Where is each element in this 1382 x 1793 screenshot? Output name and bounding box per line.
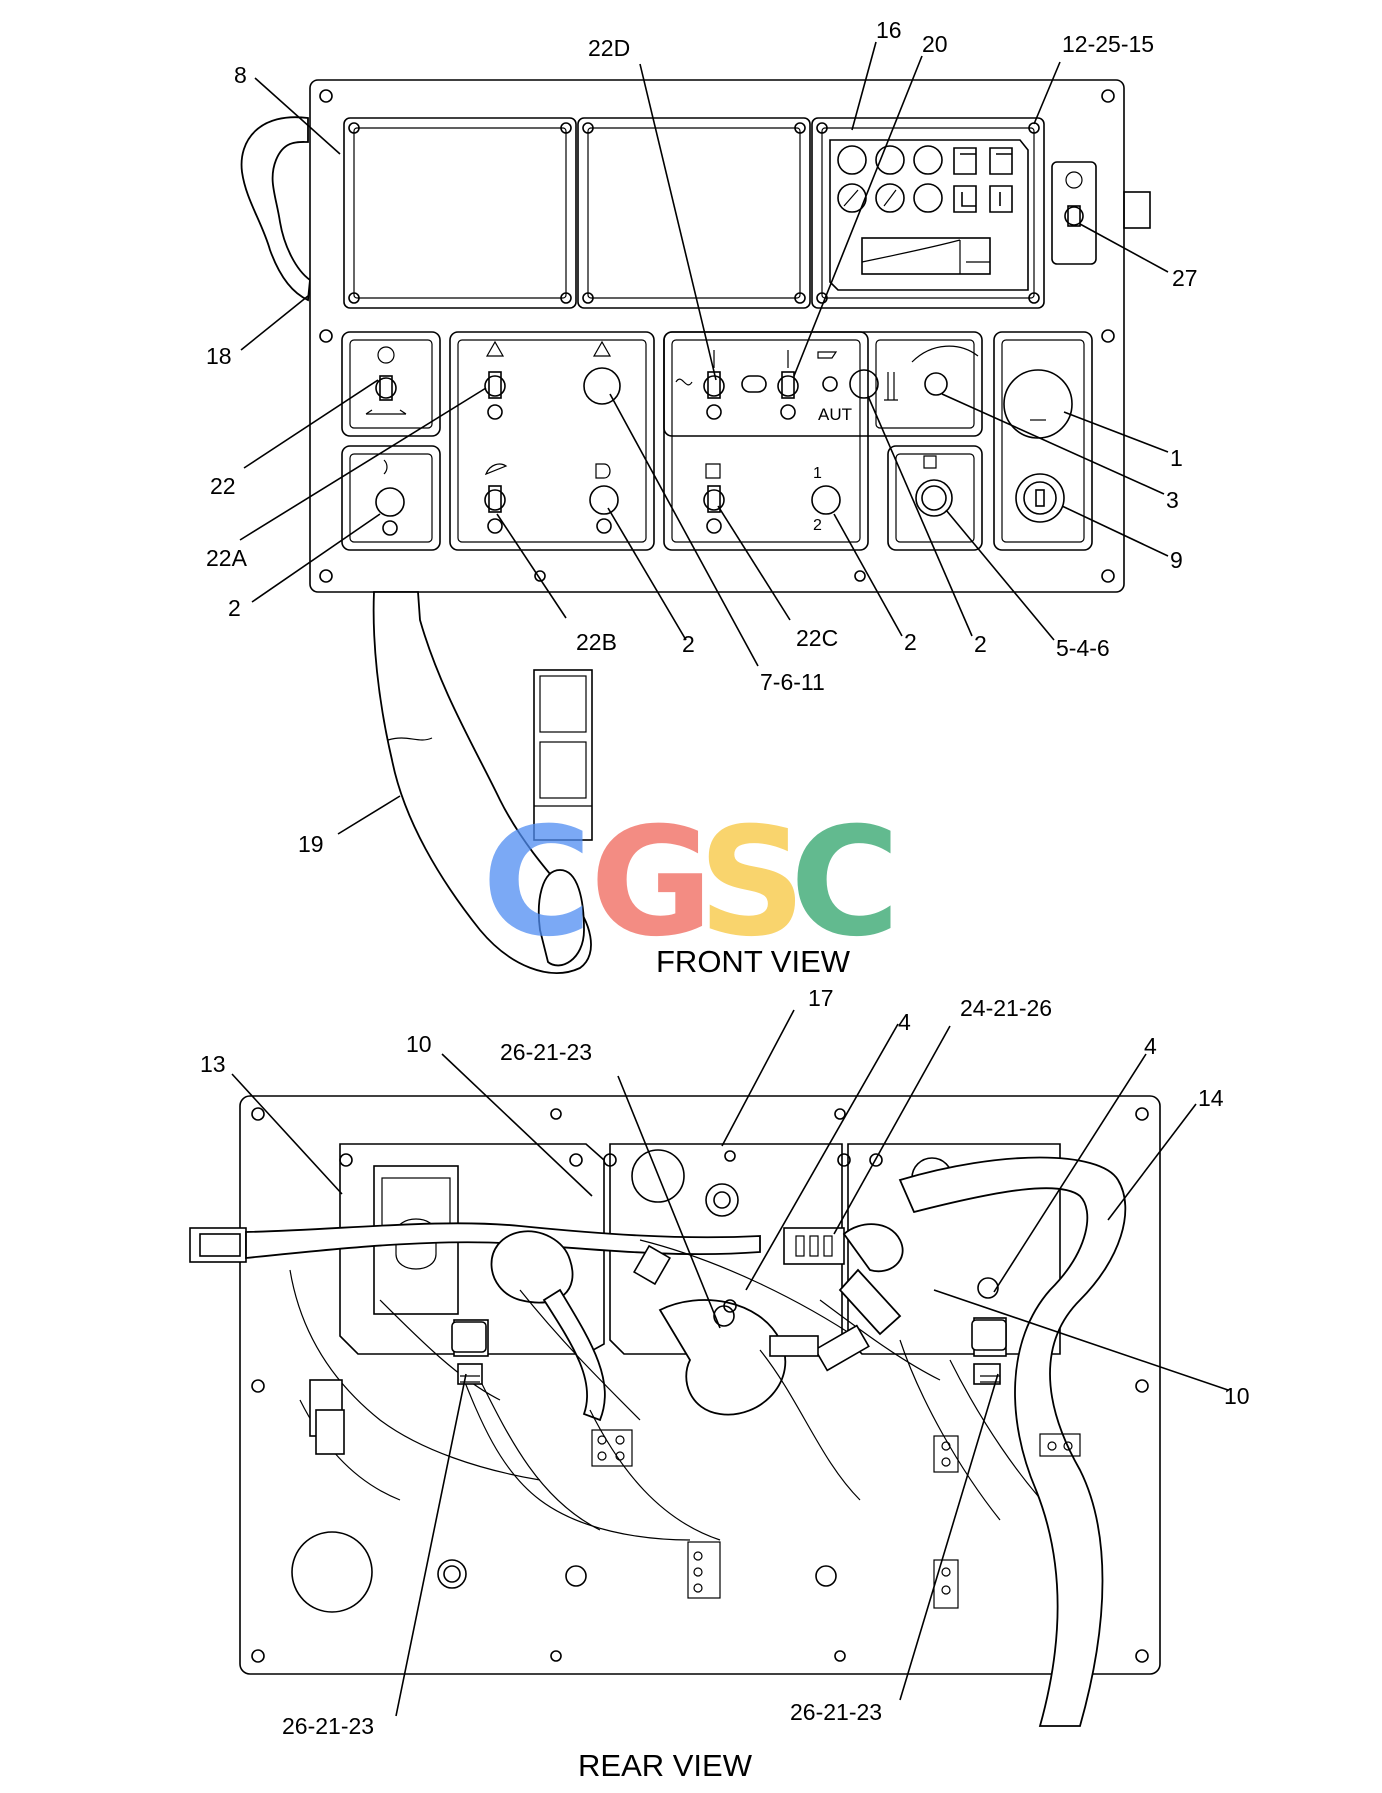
rear-callouts: 13 10 26-21-23 17 4 24-21-26 4 14 10 26-… (200, 985, 1250, 1739)
harness-19 (372, 591, 592, 974)
rear-leader-lines (231, 1009, 1229, 1717)
front-view: AUT 1 2 (206, 17, 1198, 979)
callout-26-21-23-bottom-right: 26-21-23 (790, 1699, 882, 1725)
top-cable-loop (240, 116, 311, 302)
callout-13: 13 (200, 1051, 226, 1077)
callout-2-left: 2 (228, 595, 241, 621)
callout-17: 17 (808, 985, 834, 1011)
rear-holes (251, 1107, 1149, 1663)
callout-27: 27 (1172, 265, 1198, 291)
callout-5-4-6: 5-4-6 (1056, 635, 1110, 661)
callout-3: 3 (1166, 487, 1179, 513)
callout-19: 19 (298, 831, 324, 857)
rear-view: 13 10 26-21-23 17 4 24-21-26 4 14 10 26-… (189, 985, 1250, 1783)
callout-26-21-23-bottom-left: 26-21-23 (282, 1713, 374, 1739)
callout-22: 22 (210, 473, 236, 499)
callout-2-d: 2 (974, 631, 987, 657)
switch-27-box (1051, 161, 1151, 265)
callout-22C: 22C (796, 625, 838, 651)
watermark-letter-2: G (590, 796, 713, 970)
callout-20: 20 (922, 31, 948, 57)
lower-modules (341, 331, 1093, 551)
mounting-holes (319, 89, 1115, 583)
callout-4-left: 4 (898, 1009, 911, 1035)
callout-10-left: 10 (406, 1031, 432, 1057)
callout-12-25-15: 12-25-15 (1062, 31, 1154, 57)
connector-block (533, 669, 593, 841)
aut-label: AUT (818, 405, 852, 424)
watermark-letter-3: S (698, 796, 806, 970)
callout-26-21-23-top: 26-21-23 (500, 1039, 592, 1065)
rear-large-hole (291, 1531, 373, 1613)
display-backs (339, 1143, 1061, 1355)
callout-16: 16 (876, 17, 902, 43)
callout-22D: 22D (588, 35, 630, 61)
callout-14: 14 (1198, 1085, 1224, 1111)
callout-22A: 22A (206, 545, 248, 571)
callout-9: 9 (1170, 547, 1183, 573)
callout-4-right: 4 (1144, 1033, 1157, 1059)
watermark: C G S C (482, 796, 900, 970)
callout-7-6-11: 7-6-11 (760, 669, 825, 695)
harness-19-lower (537, 869, 585, 967)
callout-1: 1 (1170, 445, 1183, 471)
callout-22B: 22B (576, 629, 617, 655)
terminal-strips (437, 1299, 1081, 1609)
watermark-letter-4: C (790, 796, 900, 970)
front-callouts: 8 18 22 22A 2 22B 2 7-6-11 22C 2 2 5-4-6… (206, 17, 1198, 857)
callout-18: 18 (206, 343, 232, 369)
gauge-cluster (829, 139, 1029, 291)
callout-10-right: 10 (1224, 1383, 1250, 1409)
callout-2-c: 2 (904, 629, 917, 655)
display-panels (343, 117, 1045, 309)
callout-2-b: 2 (682, 631, 695, 657)
button-label-two: 2 (813, 517, 822, 534)
button-label-one: 1 (813, 465, 822, 482)
callout-8: 8 (234, 62, 247, 88)
front-leader-lines (239, 41, 1169, 835)
rear-view-title: REAR VIEW (578, 1748, 753, 1783)
callout-24-21-26: 24-21-26 (960, 995, 1052, 1021)
rear-harness (189, 1156, 1127, 1727)
watermark-letter-1: C (482, 796, 592, 970)
front-view-title: FRONT VIEW (656, 944, 851, 979)
